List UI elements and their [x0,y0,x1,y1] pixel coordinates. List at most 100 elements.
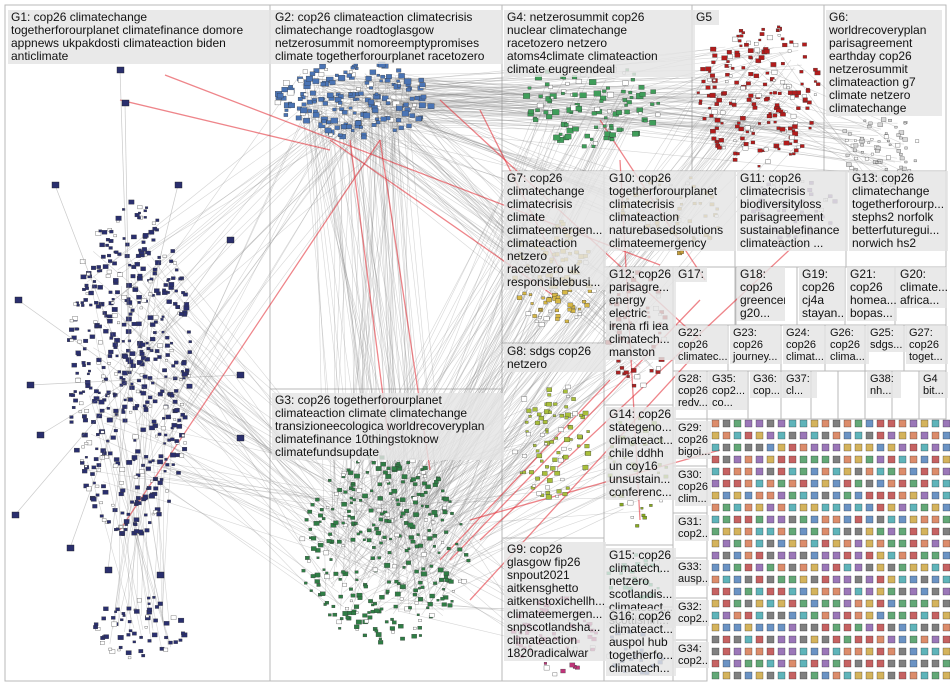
node [832,491,841,500]
node [711,671,720,680]
edge-18-5 [328,413,578,581]
node [301,569,306,573]
node [349,496,353,500]
node [103,606,109,611]
node [854,635,863,644]
node [777,34,781,37]
edge-15-14 [367,79,879,166]
edge-0-52 [149,464,330,502]
node [337,133,343,137]
node [384,620,389,624]
node [562,492,568,497]
edge-15-4 [408,108,887,165]
node [733,647,742,656]
node [679,250,684,254]
node [399,497,406,502]
node [722,623,731,632]
node [535,108,540,113]
edge-12-2 [151,373,168,628]
edge-3-29 [360,118,631,130]
node [571,397,576,401]
edge-5-6 [333,83,627,565]
node [931,575,940,584]
node [712,85,717,89]
group-label-g21: G21: cop26 homea... bopas... [847,267,897,321]
node [740,86,746,91]
edge-14-1 [779,51,864,173]
node [133,529,140,534]
node [832,623,841,632]
node [722,671,731,680]
node [316,556,320,559]
node [789,135,795,140]
node [464,553,469,557]
edge-1-26 [90,104,326,398]
group-label-g30: G30: cop26 clim... [675,468,711,506]
node [854,659,863,668]
node [386,74,392,79]
edge-0-33 [90,433,410,579]
node [389,626,395,631]
node [99,242,105,248]
node [733,551,742,560]
node [796,106,801,110]
node [99,408,105,413]
node [766,599,775,608]
node [384,562,391,568]
edge-0-57 [120,349,333,515]
node [558,427,564,432]
node [305,75,313,82]
node [354,522,358,525]
node [744,671,753,680]
node [134,499,139,503]
node [406,87,411,92]
node [145,466,151,471]
node [567,307,572,312]
node [432,534,437,538]
node [332,107,337,112]
node [329,558,333,561]
node [372,107,379,113]
node [170,452,176,458]
node [726,50,732,55]
node [101,365,106,370]
spoke-edge-3 [54,184,131,381]
node [414,569,419,574]
node [389,537,392,541]
node [821,575,830,584]
node [367,99,375,105]
node [810,479,819,488]
node [766,635,775,644]
node [132,640,136,644]
node [810,515,819,524]
node [379,595,385,600]
node [129,385,135,390]
node [538,322,545,327]
node [413,512,419,517]
node [444,530,449,534]
node [372,567,378,572]
edge-7-10 [319,84,534,264]
node [606,86,610,90]
node [755,515,764,524]
node [589,137,594,141]
node [141,240,146,244]
edge-2-15 [338,91,350,569]
node [810,563,819,572]
node [732,36,739,42]
node [543,662,547,665]
node [127,620,132,624]
node [920,443,929,452]
group-label-g7: G7: cop26 climatechange climatecrisis cl… [504,171,606,290]
node [536,491,542,496]
node [744,659,753,668]
node [640,382,647,388]
node [711,647,720,656]
node [81,304,85,307]
node [743,142,749,146]
node [136,378,142,383]
node [160,389,165,393]
node [85,292,89,295]
node [127,371,132,375]
node [846,162,852,167]
